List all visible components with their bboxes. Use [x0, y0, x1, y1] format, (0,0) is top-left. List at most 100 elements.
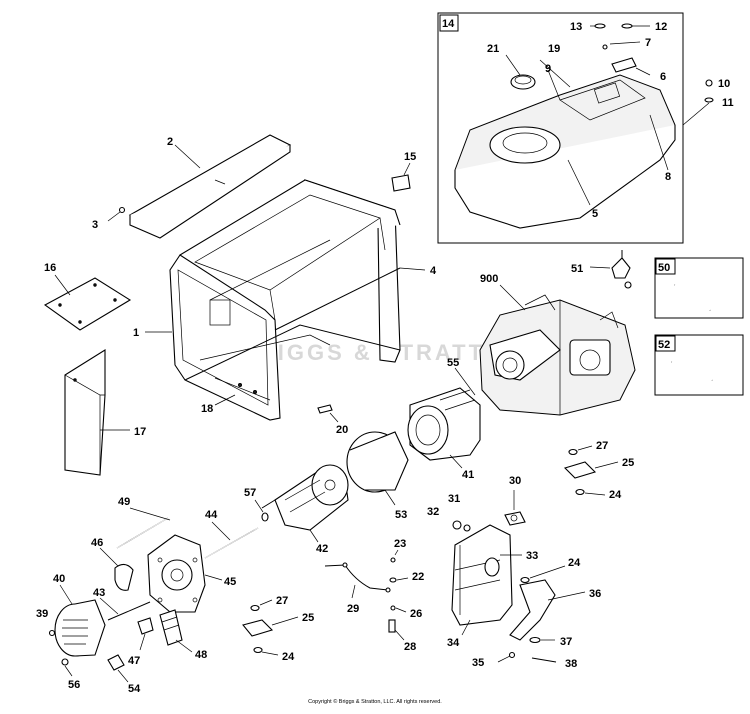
callout-53[interactable]: 53: [395, 509, 407, 521]
callout-28[interactable]: 28: [404, 641, 416, 653]
callout-25-left[interactable]: 25: [302, 612, 314, 624]
callout-12[interactable]: 12: [655, 21, 667, 33]
callout-47[interactable]: 47: [128, 655, 140, 667]
callout-54[interactable]: 54: [128, 683, 141, 695]
hose-box-52: 52: [654, 334, 744, 396]
rectifier-48: 48: [159, 609, 207, 661]
muffler: 33 34: [447, 524, 538, 649]
panel-cover: 2 3: [92, 134, 292, 239]
connector-54: 54: [107, 654, 141, 695]
callout-52[interactable]: 52: [658, 339, 670, 351]
bracket-46: 46: [91, 537, 134, 591]
callout-6[interactable]: 6: [660, 71, 666, 83]
callout-39[interactable]: 39: [36, 608, 48, 620]
callout-19[interactable]: 19: [548, 43, 560, 55]
callout-25-right[interactable]: 25: [622, 457, 634, 469]
bolt-44: 44: [204, 509, 259, 559]
callout-36[interactable]: 36: [589, 588, 601, 600]
cover-53: 53: [346, 431, 409, 521]
callout-37[interactable]: 37: [560, 636, 572, 648]
callout-1[interactable]: 1: [133, 327, 139, 339]
callout-43[interactable]: 43: [93, 587, 105, 599]
decal-15: 15: [391, 151, 416, 192]
callout-900[interactable]: 900: [480, 273, 498, 285]
callout-40[interactable]: 40: [53, 573, 65, 585]
copyright-notice: Copyright © Briggs & Stratton, LLC. All …: [308, 699, 442, 705]
rod-49: 49: [116, 496, 171, 549]
callout-11[interactable]: 11: [722, 97, 734, 109]
callout-33[interactable]: 33: [526, 550, 538, 562]
callout-57[interactable]: 57: [244, 487, 256, 499]
plate-16: 16: [43, 262, 132, 331]
callout-34[interactable]: 34: [447, 637, 460, 649]
callout-15[interactable]: 15: [404, 151, 416, 163]
bolt-group-35-38: 35 37 38: [472, 636, 577, 670]
callout-8[interactable]: 8: [665, 171, 671, 183]
callout-41[interactable]: 41: [462, 469, 474, 481]
callout-30[interactable]: 30: [509, 475, 521, 487]
end-cover-40: 40: [53, 573, 106, 657]
callout-2[interactable]: 2: [167, 136, 173, 148]
callout-4[interactable]: 4: [430, 265, 437, 277]
callout-5[interactable]: 5: [592, 208, 598, 220]
callout-7[interactable]: 7: [645, 37, 651, 49]
bracket-group-right: 27 25 24: [563, 440, 634, 501]
bolt-43: 43: [93, 587, 151, 621]
frame: 1 4 18 20: [133, 179, 437, 436]
bolt-55: 55: [447, 357, 476, 396]
callout-35[interactable]: 35: [472, 657, 484, 669]
callout-14[interactable]: 14: [442, 18, 455, 30]
callout-24-left[interactable]: 24: [282, 651, 295, 663]
stator-41: 41: [407, 387, 481, 481]
callout-18[interactable]: 18: [201, 403, 213, 415]
fuel-valve-51: 51: [571, 250, 632, 289]
callout-51[interactable]: 51: [571, 263, 583, 275]
callout-17[interactable]: 17: [134, 426, 146, 438]
callout-44[interactable]: 44: [205, 509, 218, 521]
connector-47: 47: [128, 617, 154, 667]
callout-22[interactable]: 22: [412, 571, 424, 583]
wire-29: 29: [324, 562, 391, 615]
callout-48[interactable]: 48: [195, 649, 207, 661]
callout-3[interactable]: 3: [92, 219, 98, 231]
hose-box-50: 50: [654, 257, 744, 319]
screw-39: 39: [36, 608, 56, 637]
callout-46[interactable]: 46: [91, 537, 103, 549]
rotor-42: 42: [261, 464, 349, 555]
callout-49[interactable]: 49: [118, 496, 130, 508]
plug-56: 56: [61, 658, 80, 691]
callout-31[interactable]: 31: [448, 493, 460, 505]
callout-20[interactable]: 20: [336, 424, 348, 436]
callout-32[interactable]: 32: [427, 506, 439, 518]
callout-26[interactable]: 26: [410, 608, 422, 620]
screw-washer-10-11: 10 11: [682, 78, 734, 126]
callout-27-right[interactable]: 27: [596, 440, 608, 452]
callout-56[interactable]: 56: [68, 679, 80, 691]
washer-24-muffler: 24: [520, 557, 581, 584]
callout-42[interactable]: 42: [316, 543, 328, 555]
bracket-36: 36: [509, 579, 601, 641]
fastener-stack: 23 22 26 28: [388, 538, 424, 653]
callout-21[interactable]: 21: [487, 43, 499, 55]
callout-27-left[interactable]: 27: [276, 595, 288, 607]
callout-13[interactable]: 13: [570, 21, 582, 33]
callout-50[interactable]: 50: [658, 262, 670, 274]
engine-900: 900: [479, 273, 636, 416]
bracket-group-left: 27 25 24: [242, 595, 314, 663]
callout-23[interactable]: 23: [394, 538, 406, 550]
panel-17: 17: [64, 349, 146, 476]
callout-29[interactable]: 29: [347, 603, 359, 615]
callout-10[interactable]: 10: [718, 78, 730, 90]
callout-55[interactable]: 55: [447, 357, 459, 369]
callout-24-right[interactable]: 24: [609, 489, 622, 501]
callout-24-mid[interactable]: 24: [568, 557, 581, 569]
nut-gasket-group: 32 31 30: [427, 475, 526, 532]
callout-16[interactable]: 16: [44, 262, 56, 274]
fuel-tank-inset: 14 13 12 7 6 19 21 9 8 5: [437, 12, 684, 244]
end-housing-45: 45: [147, 534, 236, 613]
callout-45[interactable]: 45: [224, 576, 236, 588]
washer-57: 57: [244, 487, 269, 522]
callout-38[interactable]: 38: [565, 658, 577, 670]
callout-9[interactable]: 9: [545, 63, 551, 75]
